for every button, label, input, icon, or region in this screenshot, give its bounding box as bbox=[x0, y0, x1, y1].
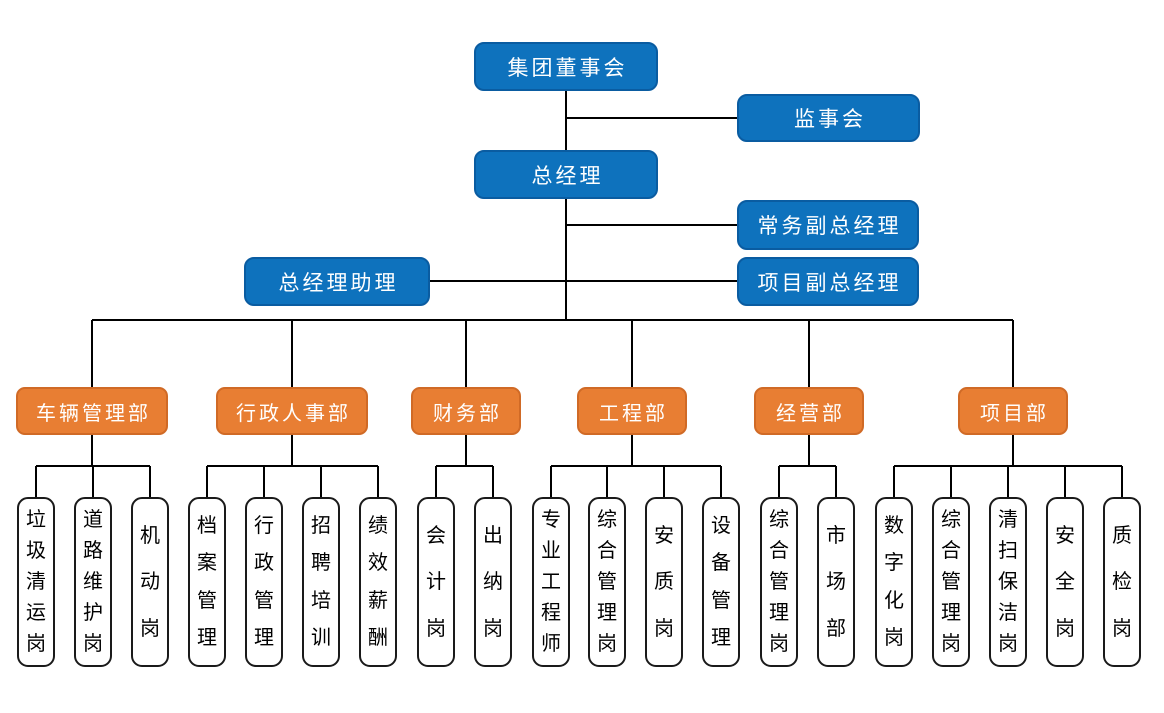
position-node: 会计岗 bbox=[417, 497, 455, 667]
position-node: 安质岗 bbox=[645, 497, 683, 667]
position-label: 垃圾清运岗 bbox=[26, 509, 46, 655]
dept-project: 项目部 bbox=[958, 387, 1068, 435]
position-label: 机动岗 bbox=[140, 524, 160, 640]
dept-finance: 财务部 bbox=[411, 387, 521, 435]
position-node: 综合管理岗 bbox=[588, 497, 626, 667]
position-node: 档案管理 bbox=[188, 497, 226, 667]
node-label: 常务副总经理 bbox=[757, 215, 902, 238]
position-node: 市场部 bbox=[817, 497, 855, 667]
node-label: 总经理助理 bbox=[278, 271, 399, 295]
position-label: 绩效薪酬 bbox=[368, 515, 388, 649]
node-label: 监事会 bbox=[794, 108, 866, 131]
position-node: 行政管理 bbox=[245, 497, 283, 667]
node-project-deputy-gm: 项目副总经理 bbox=[737, 257, 919, 306]
dept-operations: 经营部 bbox=[754, 387, 864, 435]
node-board: 集团董事会 bbox=[474, 42, 658, 91]
node-label: 集团董事会 bbox=[507, 56, 628, 80]
position-node: 专业工程师 bbox=[532, 497, 570, 667]
node-general-manager: 总经理 bbox=[474, 150, 658, 199]
position-node: 招聘培训 bbox=[302, 497, 340, 667]
position-label: 会计岗 bbox=[426, 524, 446, 640]
position-label: 招聘培训 bbox=[311, 515, 331, 649]
position-label: 质检岗 bbox=[1112, 524, 1132, 640]
position-node: 垃圾清运岗 bbox=[17, 497, 55, 667]
position-label: 出纳岗 bbox=[483, 524, 503, 640]
dept-label: 车辆管理部 bbox=[36, 402, 151, 425]
position-node: 综合管理岗 bbox=[760, 497, 798, 667]
position-node: 安全岗 bbox=[1046, 497, 1084, 667]
position-label: 清扫保洁岗 bbox=[998, 509, 1018, 655]
position-node: 质检岗 bbox=[1103, 497, 1141, 667]
position-node: 机动岗 bbox=[131, 497, 169, 667]
position-label: 安质岗 bbox=[654, 524, 674, 640]
position-node: 数字化岗 bbox=[875, 497, 913, 667]
node-label: 项目副总经理 bbox=[757, 271, 902, 295]
dept-label: 工程部 bbox=[599, 402, 668, 425]
dept-admin-hr: 行政人事部 bbox=[216, 387, 368, 435]
dept-vehicle-management: 车辆管理部 bbox=[16, 387, 168, 435]
dept-label: 项目部 bbox=[980, 402, 1049, 425]
node-executive-deputy-gm: 常务副总经理 bbox=[737, 200, 919, 250]
position-label: 行政管理 bbox=[254, 515, 274, 649]
position-node: 设备管理 bbox=[702, 497, 740, 667]
position-label: 道路维护岗 bbox=[83, 509, 103, 655]
position-label: 设备管理 bbox=[711, 515, 731, 649]
dept-label: 财务部 bbox=[433, 402, 502, 425]
dept-engineering: 工程部 bbox=[577, 387, 687, 435]
node-supervisory-board: 监事会 bbox=[737, 94, 920, 142]
position-node: 出纳岗 bbox=[474, 497, 512, 667]
position-label: 数字化岗 bbox=[884, 515, 904, 649]
node-gm-assistant: 总经理助理 bbox=[244, 257, 430, 306]
position-label: 市场部 bbox=[826, 524, 846, 640]
position-node: 综合管理岗 bbox=[932, 497, 970, 667]
position-label: 综合管理岗 bbox=[597, 509, 617, 655]
position-label: 档案管理 bbox=[197, 515, 217, 649]
position-label: 安全岗 bbox=[1055, 524, 1075, 640]
position-node: 清扫保洁岗 bbox=[989, 497, 1027, 667]
position-node: 绩效薪酬 bbox=[359, 497, 397, 667]
position-label: 专业工程师 bbox=[541, 509, 561, 655]
dept-label: 经营部 bbox=[776, 402, 845, 425]
position-label: 综合管理岗 bbox=[941, 509, 961, 655]
position-node: 道路维护岗 bbox=[74, 497, 112, 667]
node-label: 总经理 bbox=[531, 164, 604, 188]
position-label: 综合管理岗 bbox=[769, 509, 789, 655]
dept-label: 行政人事部 bbox=[236, 402, 351, 425]
